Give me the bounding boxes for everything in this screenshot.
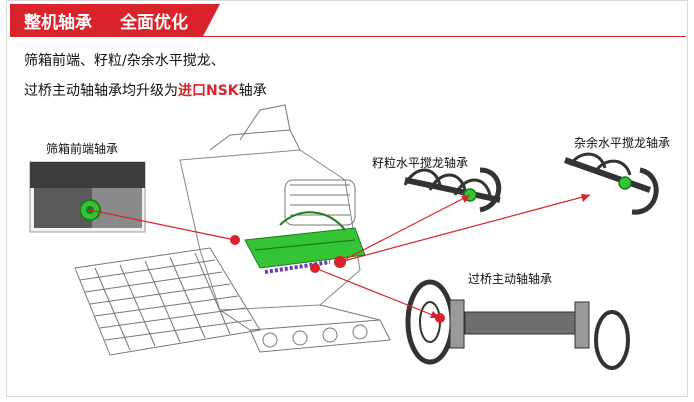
pointer-lines <box>89 194 591 319</box>
grain-auger-image <box>403 167 502 213</box>
description-suffix: 轴承 <box>238 83 267 99</box>
label-bridge-shaft-bearing: 过桥主动轴轴承 <box>468 272 553 286</box>
header-banner: 整机轴承 全面优化 <box>10 4 220 36</box>
header-title-right: 全面优化 <box>120 12 188 33</box>
description-line-1: 筛箱前端、籽粒/杂余水平搅龙、 <box>24 53 225 69</box>
sieve-inset-image <box>29 161 146 233</box>
highlighted-components <box>230 211 366 274</box>
label-sieve-bearing: 筛箱前端轴承 <box>46 142 119 156</box>
nsk-highlight: 进口NSK <box>178 83 239 99</box>
header-title-left: 整机轴承 <box>24 12 92 33</box>
bridge-shaft-image <box>405 279 630 370</box>
pointer-arrowheads <box>430 194 590 318</box>
combine-harvester-drawing <box>74 104 391 356</box>
header-divider <box>10 36 686 37</box>
label-tailings-auger-bearing: 杂余水平搅龙轴承 <box>574 136 671 150</box>
description-line-2: 过桥主动轴轴承均升级为进口NSK轴承 <box>24 80 267 100</box>
label-grain-auger-bearing: 籽粒水平搅龙轴承 <box>372 156 469 170</box>
tailings-auger-image <box>564 152 659 215</box>
description-prefix: 过桥主动轴轴承均升级为 <box>24 83 178 99</box>
